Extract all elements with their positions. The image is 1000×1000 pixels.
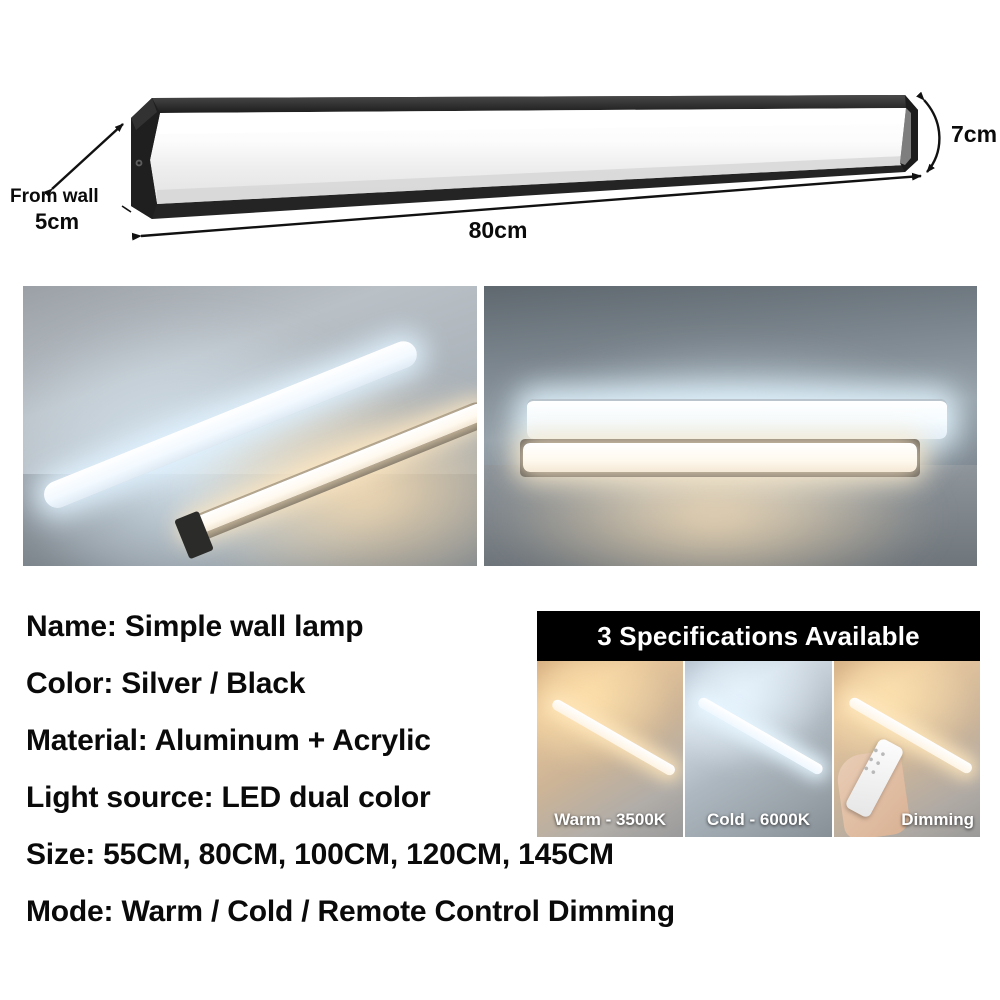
spec-line-size: Size: 55CM, 80CM, 100CM, 120CM, 145CM [26, 838, 614, 871]
specifications-grid: Warm - 3500K Cold - 6000K Dimming [537, 661, 980, 837]
dimension-height [916, 91, 941, 173]
from-wall-label: From wall [10, 186, 99, 207]
from-wall-value: 5cm [35, 209, 79, 234]
warm-glow [537, 661, 677, 771]
photo-two-lamps-diagonal [23, 286, 477, 566]
specifications-banner: 3 Specifications Available [537, 611, 980, 661]
spec-cell-cold[interactable]: Cold - 6000K [685, 661, 832, 837]
dimension-diagram: From wall 5cm 80cm 7cm [0, 0, 1000, 276]
lamp-diffuser [523, 443, 917, 472]
lamp-silver-cold [527, 399, 947, 439]
spec-line-color: Color: Silver / Black [26, 667, 306, 700]
length-label: 80cm [469, 217, 528, 243]
spec-cell-cold-caption: Cold - 6000K [707, 810, 810, 829]
spec-line-material: Material: Aluminum + Acrylic [26, 724, 431, 757]
spec-line-mode: Mode: Warm / Cold / Remote Control Dimmi… [26, 895, 675, 928]
dimension-from-wall [43, 123, 132, 213]
height-label: 7cm [951, 121, 997, 147]
spec-cell-dimming[interactable]: Dimming [833, 661, 980, 837]
spec-line-name: Name: Simple wall lamp [26, 610, 364, 643]
specifications-banner-label: 3 Specifications Available [597, 620, 920, 651]
photo-two-lamps-horizontal [484, 286, 977, 566]
spec-cell-warm[interactable]: Warm - 3500K [537, 661, 684, 837]
spec-cell-dimming-caption: Dimming [901, 810, 974, 829]
lamp-3d-body [131, 95, 918, 219]
spec-line-light-source: Light source: LED dual color [26, 781, 431, 814]
specifications-block: 3 Specifications Available Warm - 3500K … [537, 611, 980, 837]
dimension-length [131, 172, 922, 241]
dimming-glow [833, 661, 978, 771]
spec-cell-warm-caption: Warm - 3500K [554, 810, 667, 829]
